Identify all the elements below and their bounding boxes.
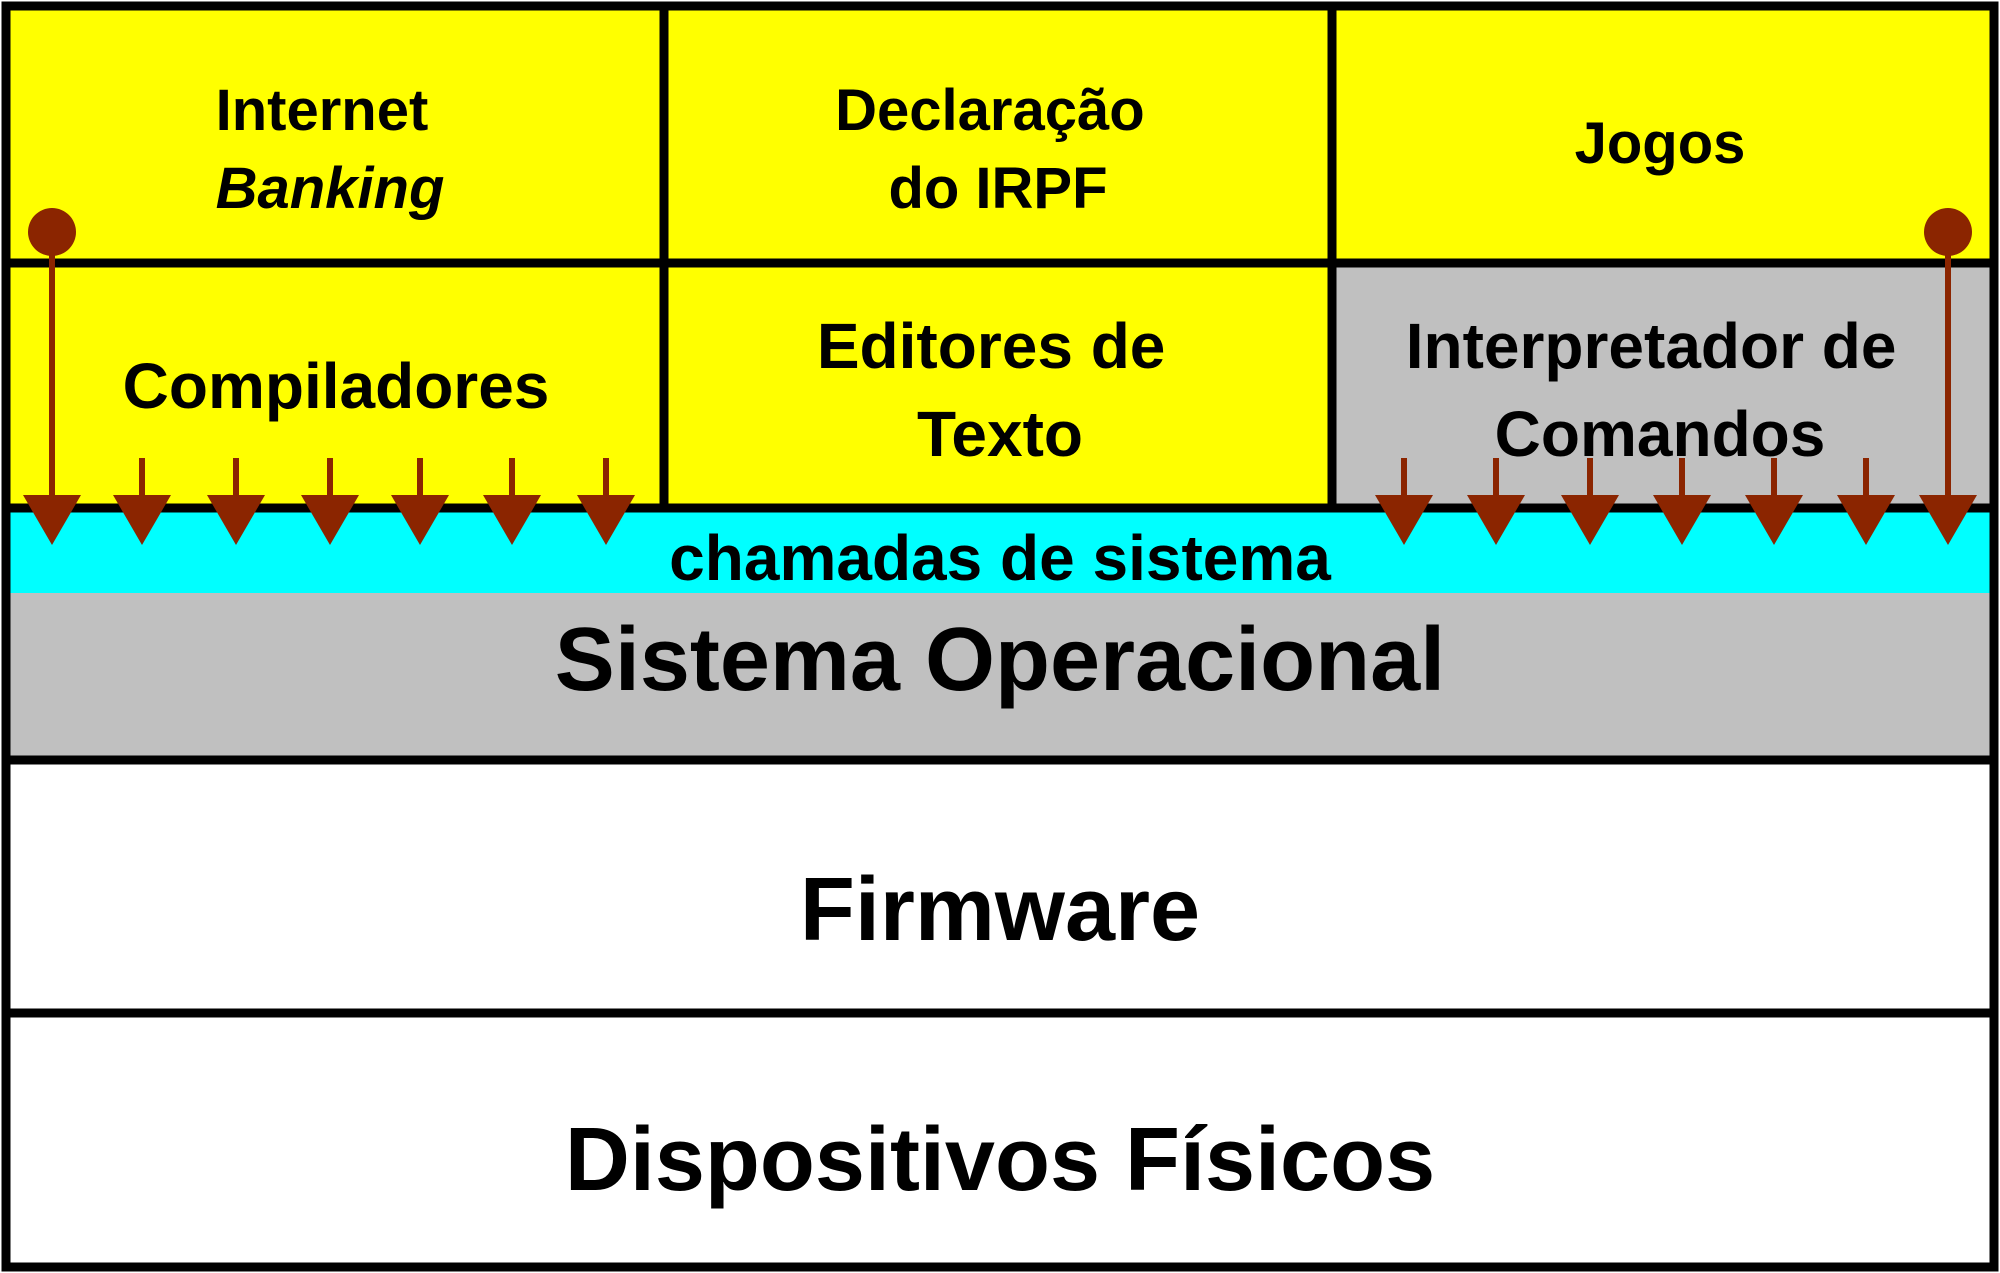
- irpf-line2: do IRPF: [888, 156, 1107, 221]
- right-long-arrow-origin-dot: [1924, 208, 1972, 256]
- compilers-cell: [8, 263, 664, 508]
- operating-system-label: Sistema Operacional: [555, 610, 1445, 710]
- command-interpreter-line1: Interpretador de: [1406, 310, 1897, 382]
- internet-banking-line1: Internet: [216, 78, 429, 143]
- system-call-arrow-head: [1653, 495, 1711, 545]
- system-call-arrow-head: [113, 495, 171, 545]
- system-call-arrow-head: [577, 495, 635, 545]
- physical-devices-label: Dispositivos Físicos: [565, 1110, 1435, 1210]
- system-call-arrows: [23, 208, 1977, 545]
- firmware-layer: [8, 760, 1992, 1013]
- system-call-arrow-head: [1467, 495, 1525, 545]
- left-long-arrow-head: [23, 495, 81, 545]
- command-interpreter-cell: [1332, 263, 1992, 508]
- system-calls-label: chamadas de sistema: [669, 522, 1331, 594]
- compilers-label: Compiladores: [123, 350, 550, 422]
- text-editors-line1: Editores de: [817, 310, 1166, 382]
- operating-system-layer: [8, 593, 1992, 760]
- system-call-arrow-head: [1837, 495, 1895, 545]
- irpf-cell: [664, 8, 1332, 263]
- system-call-arrow-head: [1375, 495, 1433, 545]
- games-cell: [1332, 8, 1992, 263]
- left-long-arrow-origin-dot: [28, 208, 76, 256]
- physical-devices-layer: [8, 1013, 1992, 1265]
- system-call-arrow-head: [483, 495, 541, 545]
- text-editors-line2: Texto: [917, 398, 1083, 470]
- system-call-arrow-head: [207, 495, 265, 545]
- command-interpreter-line2: Comandos: [1495, 398, 1826, 470]
- irpf-label: Declaração do IRPF: [835, 78, 1161, 221]
- internet-banking-label: Internet Banking: [216, 78, 445, 221]
- games-label: Jogos: [1575, 111, 1746, 176]
- system-call-arrow-head: [391, 495, 449, 545]
- system-call-arrow-head: [301, 495, 359, 545]
- internet-banking-line2: Banking: [216, 156, 445, 221]
- irpf-line1: Declaração: [835, 78, 1145, 143]
- internet-banking-cell: [8, 8, 664, 263]
- right-long-arrow-head: [1919, 495, 1977, 545]
- text-editors-label: Editores de Texto: [817, 310, 1183, 470]
- text-editors-cell: [664, 263, 1332, 508]
- system-call-arrow-head: [1561, 495, 1619, 545]
- command-interpreter-label: Interpretador de Comandos: [1406, 310, 1915, 470]
- system-call-arrow-head: [1745, 495, 1803, 545]
- firmware-label: Firmware: [800, 860, 1200, 960]
